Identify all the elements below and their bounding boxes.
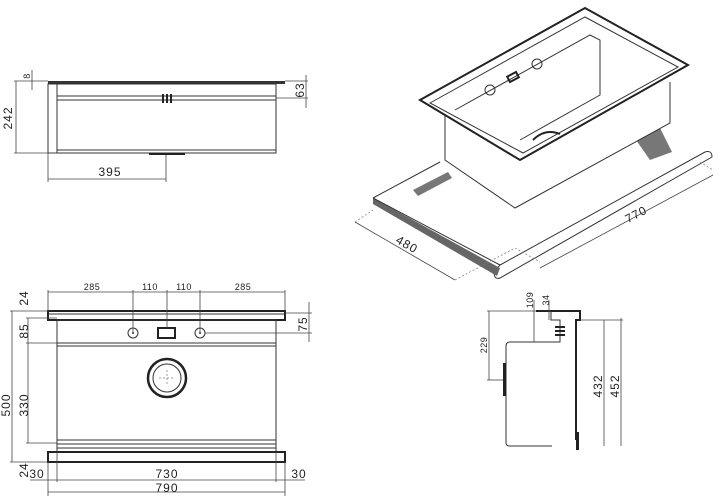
dim-top-1: 285 [84,282,101,292]
control-button [157,327,176,339]
dim-rim-bottom: 24 [17,462,31,477]
dim-hole-offset: 75 [296,316,310,331]
countertop-front-edge [373,198,500,276]
dim-top-3: 110 [176,282,192,292]
dim-deck: 85 [17,323,31,338]
dim-depth-total: 500 [0,393,13,416]
top-rim-front [47,451,286,463]
dim-rim: 8 [22,73,32,79]
front-rim [48,81,285,84]
top-bowl [56,319,277,453]
top-view: 285 110 110 285 500 330 85 24 24 75 30 7… [0,282,312,496]
drain-icon [146,357,188,399]
dim-inner-width: 730 [155,467,178,481]
dim-34: 34 [541,294,551,305]
top-rim-back [47,310,286,321]
dim-229: 229 [479,337,489,354]
overflow-fitting [555,326,565,336]
countertop [372,151,713,279]
dim-overflow: 63 [293,82,307,97]
isometric-view: 480 770 [354,6,714,281]
sink-rim [418,6,691,162]
dim-iso-width: 770 [623,203,650,226]
front-view: 242 8 63 395 [1,70,308,182]
dim-drain-offset: 395 [98,165,121,179]
dim-iso-depth: 480 [394,233,421,257]
dim-bowl: 330 [17,393,31,416]
dim-side-left: 30 [29,467,44,481]
section-view: 229 109 34 432 452 [479,292,623,450]
dim-432: 432 [591,374,605,397]
dim-height: 242 [1,106,15,129]
dim-side-right: 30 [291,467,306,481]
drain-outlet [149,153,185,155]
dim-109: 109 [525,292,535,309]
overflow-fitting [162,94,172,103]
dim-rim-top: 24 [17,290,31,305]
dim-452: 452 [608,374,622,397]
front-left-wall [47,83,58,154]
dim-total-width: 790 [155,481,178,495]
dim-top-2: 110 [142,282,158,292]
dim-top-4: 285 [235,282,252,292]
